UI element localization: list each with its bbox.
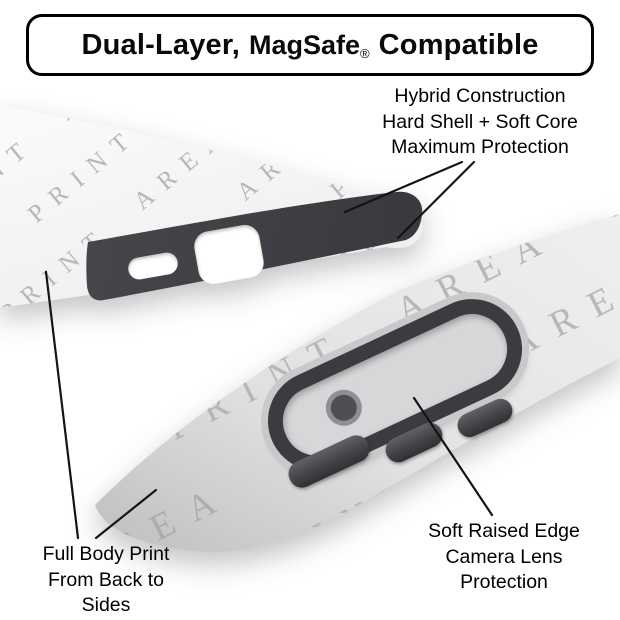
registered-mark: ® xyxy=(360,45,370,61)
annotation-text-line: Full Body Print xyxy=(42,543,170,565)
annotation-text-line: Hard Shell + Soft Core xyxy=(382,110,578,133)
annotation-text-line: Hybrid Construction xyxy=(394,85,566,107)
annotation-text-line: Sides xyxy=(81,594,131,617)
headline-dual-layer: Dual-Layer, xyxy=(81,28,240,61)
annotation-text-line: Maximum Protection xyxy=(391,136,569,159)
camera-cutout xyxy=(191,222,267,287)
headline-compatible: Compatible xyxy=(378,28,539,61)
annotation-hybrid-construction: Hybrid Construction Hard Shell + Soft Co… xyxy=(352,84,608,161)
annotation-text-line: Protection xyxy=(460,571,548,594)
annotation-text-line: From Back to xyxy=(48,568,164,591)
headline-banner: Dual-Layer, MagSafe® Compatible xyxy=(26,14,594,76)
annotation-text-line: Camera Lens xyxy=(445,545,563,568)
annotation-soft-raised-edge: Soft Raised Edge Camera Lens Protection xyxy=(398,519,610,596)
headline-magsafe: MagSafe® xyxy=(249,30,370,61)
annotation-full-body-print: Full Body Print From Back to Sides xyxy=(8,542,204,619)
annotation-text-line: Soft Raised Edge xyxy=(428,520,580,542)
magsafe-wordmark: MagSafe xyxy=(249,29,361,60)
